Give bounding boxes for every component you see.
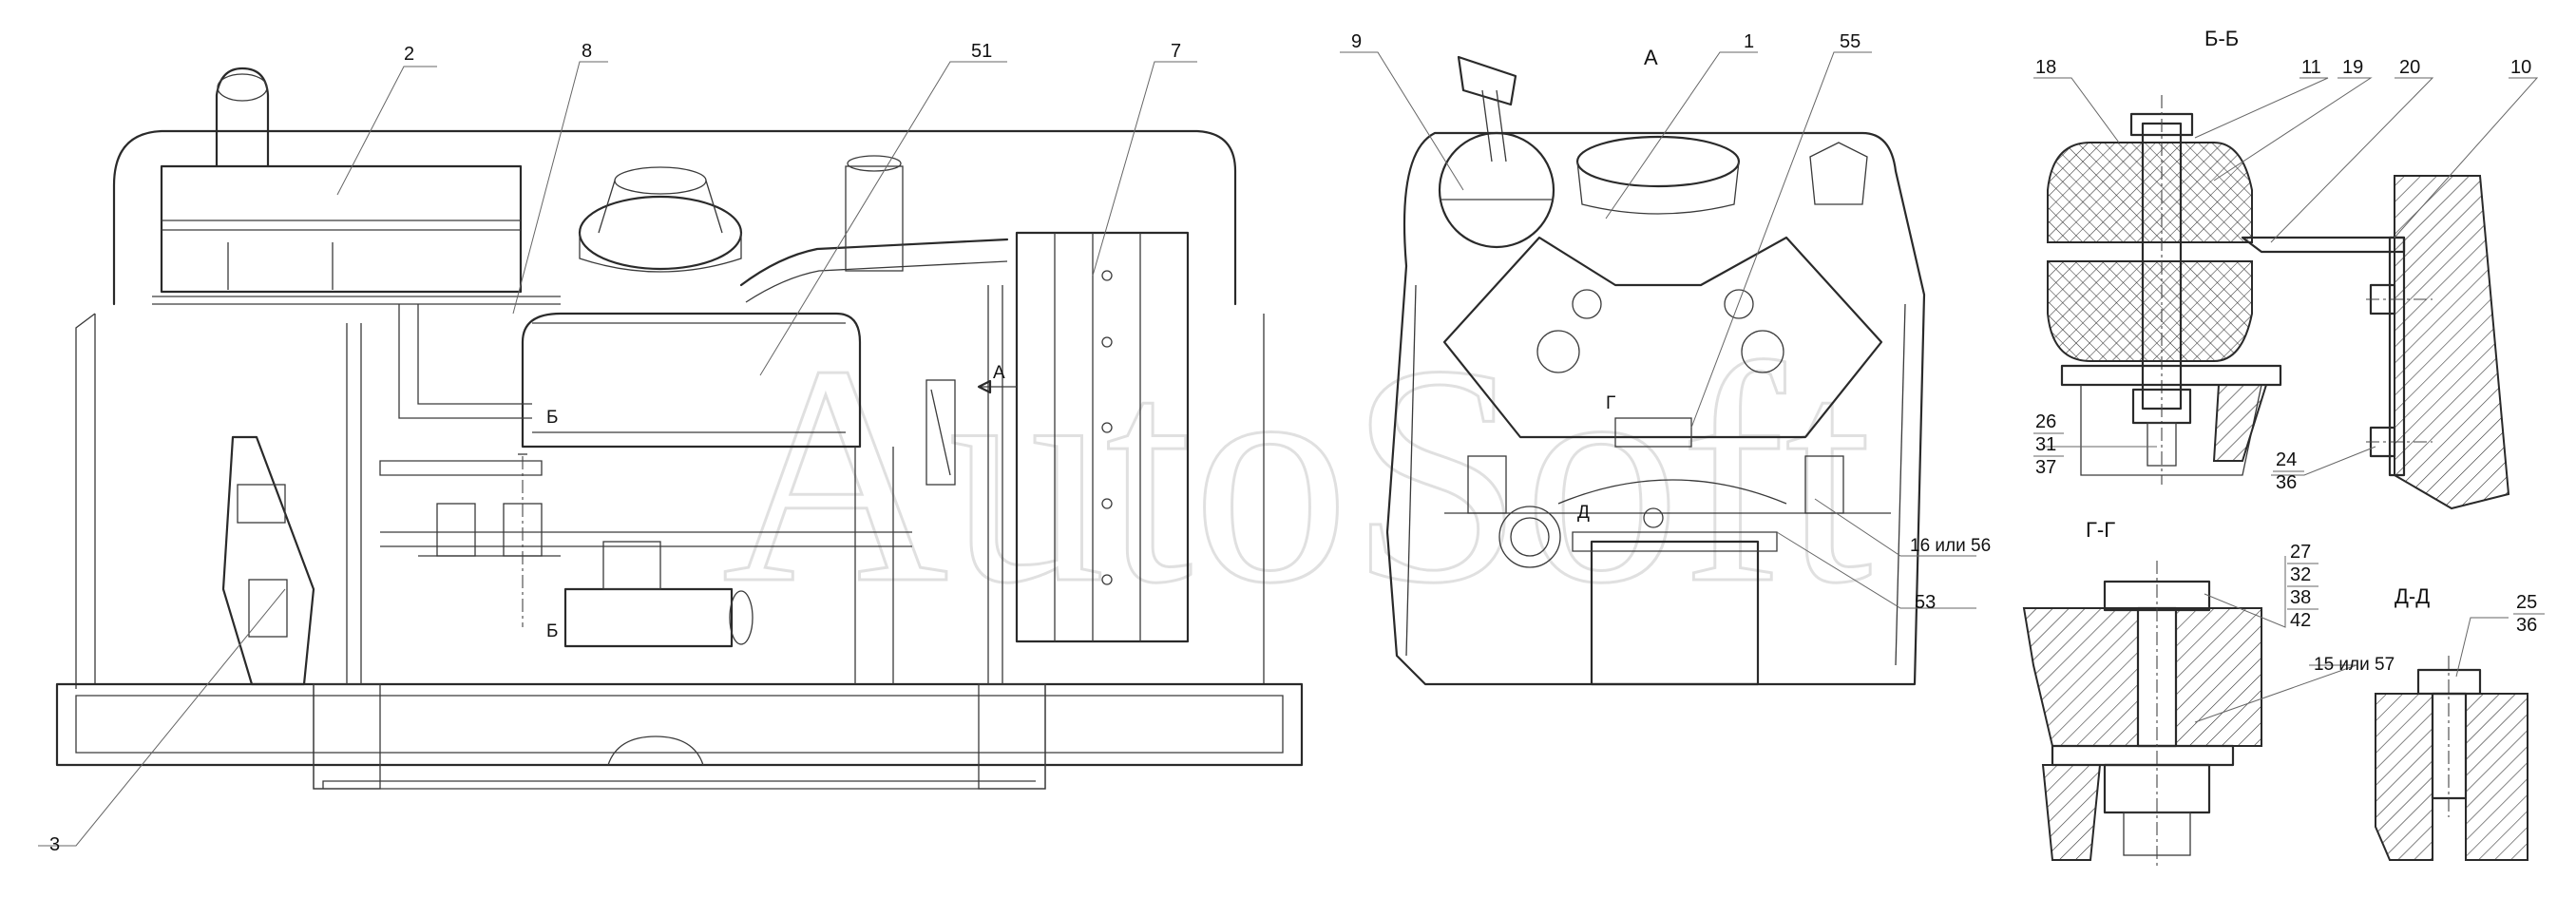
view-a (1385, 55, 1926, 686)
side-view (55, 67, 1304, 790)
watermark-text: AutoSoft (721, 300, 1875, 650)
callout-51: 51 (971, 41, 992, 62)
callout-31: 31 (2035, 434, 2056, 455)
callout-32: 32 (2290, 564, 2311, 585)
callout-10: 10 (2510, 57, 2531, 78)
exhaust-pipe (215, 67, 270, 168)
section-dd-title: Д-Д (2395, 584, 2430, 608)
callout-36a: 36 (2276, 472, 2297, 493)
view-a-title: А (1644, 46, 1658, 69)
callout-9: 9 (1351, 31, 1362, 52)
callout-19: 19 (2342, 57, 2363, 78)
silencer (160, 164, 523, 294)
callout-25: 25 (2516, 592, 2537, 613)
silencer-front (1438, 131, 1555, 249)
section-gg (2022, 561, 2262, 869)
callout-36b: 36 (2516, 615, 2537, 636)
engine-block (521, 312, 862, 449)
callout-2: 2 (404, 44, 414, 65)
callout-55: 55 (1840, 31, 1860, 52)
section-mark-b-bottom: Б (546, 621, 558, 641)
callout-8: 8 (582, 41, 592, 62)
callout-37: 37 (2035, 457, 2056, 478)
callout-24: 24 (2276, 449, 2297, 470)
section-gg-title: Г-Г (2086, 518, 2115, 542)
callout-26: 26 (2035, 411, 2056, 432)
callout-18: 18 (2035, 57, 2056, 78)
generator-front (1590, 540, 1760, 686)
section-mark-b-top: Б (546, 408, 558, 428)
section-bb-title: Б-Б (2204, 27, 2239, 50)
air-filter (578, 195, 743, 271)
callout-1: 1 (1744, 31, 1754, 52)
skid-frame (55, 682, 1304, 767)
callout-16-56: 16 или 56 (1910, 536, 1991, 556)
starter (563, 587, 734, 648)
leader-lines (38, 51, 2539, 847)
canopy-front (1385, 131, 1926, 686)
radiator (1015, 231, 1190, 643)
callout-42: 42 (2290, 610, 2311, 631)
section-mark-g: Г (1606, 393, 1615, 413)
callout-53: 53 (1915, 592, 1936, 613)
canopy-outline (112, 129, 1237, 306)
svg-text:AutoSoft: AutoSoft (722, 301, 1873, 648)
callout-20: 20 (2399, 57, 2420, 78)
radiator-bolts (1101, 270, 1113, 585)
callout-3: 3 (49, 834, 60, 855)
control-panel (221, 435, 315, 686)
callout-7: 7 (1171, 41, 1181, 62)
callout-38: 38 (2290, 587, 2311, 608)
section-dd (2375, 656, 2528, 861)
callout-11: 11 (2301, 57, 2321, 78)
callout-15-57: 15 или 57 (2314, 655, 2395, 675)
arrow-a-label: А (993, 363, 1005, 383)
section-bb (2047, 95, 2510, 510)
callouts: 2 8 51 7 3 9 1 55 16 или 56 53 18 11 19 … (49, 31, 2545, 855)
callout-27: 27 (2290, 542, 2311, 563)
section-mark-d: Д (1577, 503, 1590, 523)
